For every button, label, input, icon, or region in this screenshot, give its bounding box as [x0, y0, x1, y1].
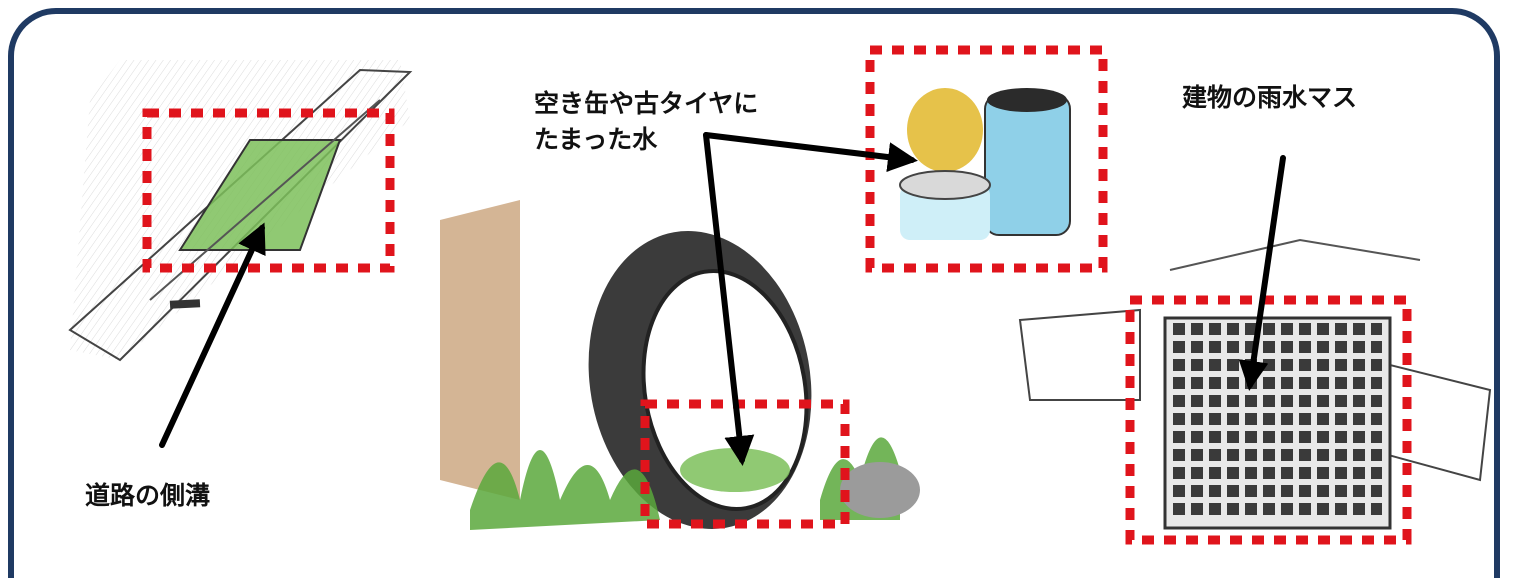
cans-arrow	[703, 132, 918, 172]
cans-tires-label-line1: 空き缶や古タイヤに	[534, 89, 759, 118]
tire-water	[680, 448, 790, 492]
grate-illustration	[1018, 238, 1492, 530]
cans-tires-label-line2: たまった水	[534, 125, 658, 154]
gutter-water	[180, 140, 340, 250]
tire-illustration	[440, 200, 920, 530]
tire-highlight-box	[640, 399, 850, 529]
wall	[440, 200, 520, 500]
gutter-highlight-box	[142, 108, 395, 273]
rain-basin-label: 建物の雨水マス	[1182, 83, 1358, 112]
cans-tires-label: 空き缶や古タイヤに たまった水	[534, 86, 758, 158]
gutter-illustration	[68, 60, 413, 362]
tire-arrow	[703, 132, 755, 466]
gutter-label: 道路の側溝	[85, 481, 211, 510]
cans-illustration	[899, 88, 1071, 240]
gutter-arrow	[159, 222, 266, 448]
cans-highlight-box	[865, 45, 1108, 273]
grate-highlight-box	[1125, 295, 1412, 545]
grate-arrow	[1238, 155, 1286, 391]
grass	[470, 450, 660, 530]
